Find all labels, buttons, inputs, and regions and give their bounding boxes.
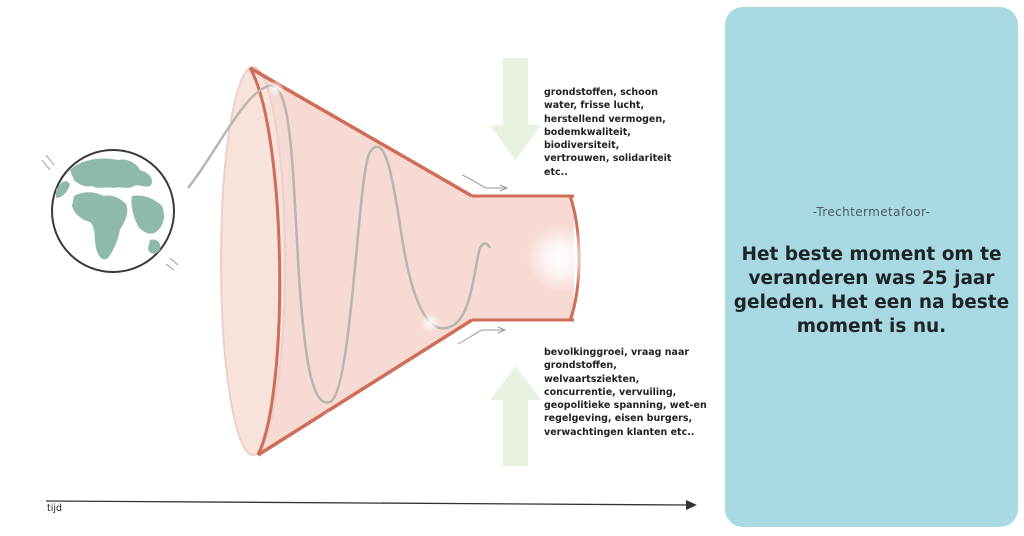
arrow-down-icon	[490, 58, 541, 160]
arrow-up-icon	[490, 366, 541, 466]
time-axis	[45, 500, 697, 510]
panel-subtitle: -Trechtermetafoor-	[812, 205, 931, 219]
time-axis-label: tijd	[47, 503, 63, 514]
quote-panel: -Trechtermetafoor- Het beste moment om t…	[725, 7, 1018, 527]
pointer-arrow-icon	[457, 174, 509, 345]
light-glow	[526, 224, 594, 292]
pressures-text: bevolkinggroei, vraag naar grondstoffen,…	[544, 347, 707, 438]
globe-icon	[41, 149, 179, 273]
funnel	[220, 66, 581, 457]
wave-line	[187, 84, 492, 404]
resources-text: grondstoffen, schoon water, frisse lucht…	[544, 87, 672, 178]
panel-quote: Het beste moment om te veranderen was 25…	[733, 244, 1010, 337]
